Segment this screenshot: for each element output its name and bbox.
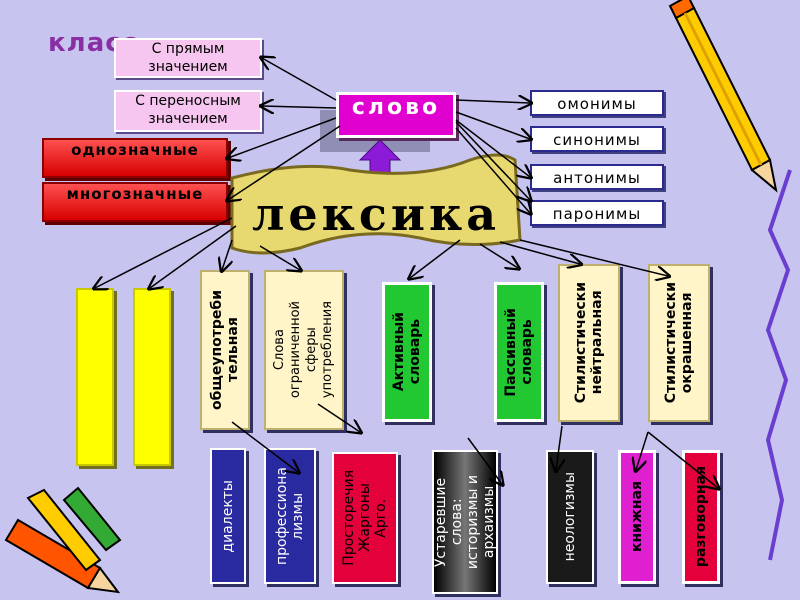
antonyms-box: антонимы	[530, 164, 664, 190]
zigzag-icon	[765, 169, 792, 561]
obsolete-box: Устаревшие слова: историзмы и архаизмы	[432, 450, 498, 594]
common-box: общеупотреби тельная	[200, 270, 250, 430]
polysemantic-box: многозначные	[42, 182, 228, 222]
paronyms-box: паронимы	[530, 200, 664, 226]
yellow-bar-1	[76, 288, 114, 466]
colloquial-box: разговорная	[682, 450, 720, 584]
synonyms-box: синонимы	[530, 126, 664, 152]
passive-box: Пассивный словарь	[494, 282, 544, 422]
pencil-icon	[4, 486, 122, 594]
homonyms-box: омонимы	[530, 90, 664, 116]
dialects-box: диалекты	[210, 448, 246, 584]
lexika-title: лексика	[251, 187, 501, 241]
monosemantic-box: однозначные	[42, 138, 228, 178]
vernacular-box: Просторечия Жаргоны Арго.	[332, 452, 398, 584]
active-box: Активный словарь	[382, 282, 432, 422]
pencil-icon	[668, 0, 778, 193]
slovo-box: слово	[336, 92, 456, 138]
colored-box: Стилистически окрашенная	[648, 264, 710, 422]
limited-box: Слова ограниченной сферы употребления	[264, 270, 344, 430]
neutral-box: Стилистически нейтральная	[558, 264, 620, 422]
yellow-bar-2	[133, 288, 171, 466]
